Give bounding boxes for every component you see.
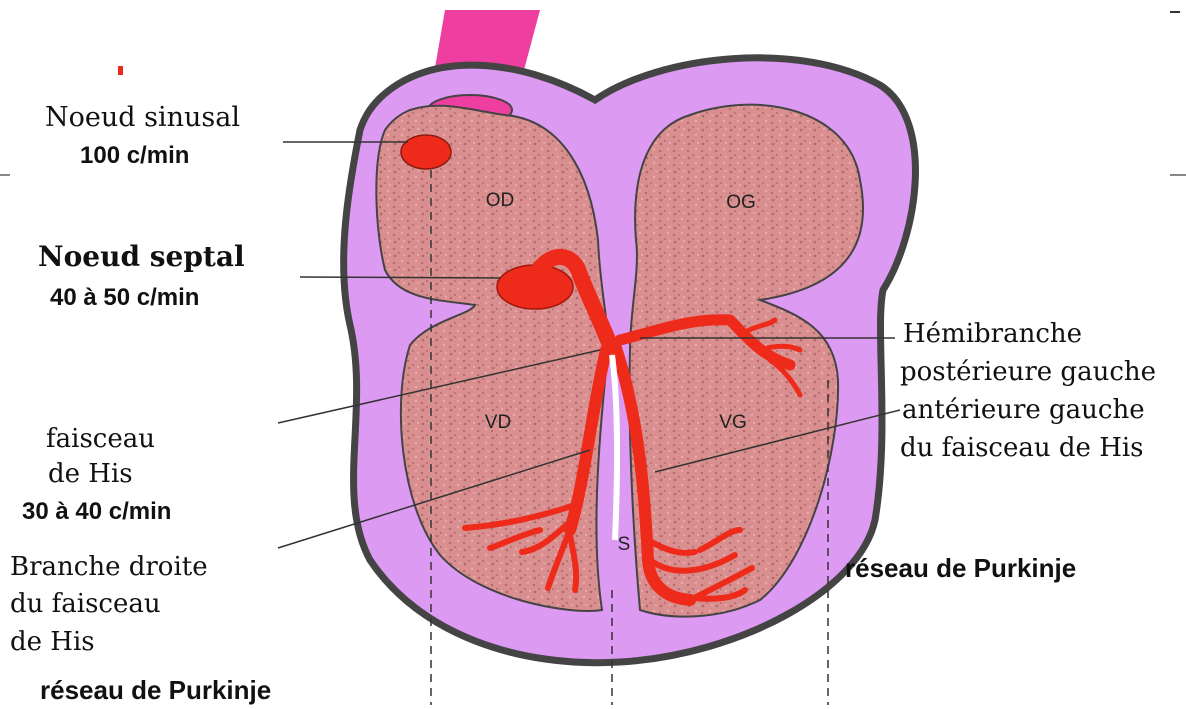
label-branche-droite-1: Branche droite: [10, 552, 208, 582]
label-hemibranche-4: du faisceau de His: [900, 433, 1144, 463]
chamber-septum: S: [618, 534, 631, 555]
label-noeud-septal-rate: 40 à 50 c/min: [50, 284, 199, 311]
label-faisceau-2: de His: [48, 459, 133, 489]
label-purkinje-left: réseau de Purkinje: [40, 675, 271, 705]
chamber-og: OG: [726, 192, 756, 213]
chamber-vg: VG: [719, 412, 746, 433]
label-purkinje-right: réseau de Purkinje: [845, 553, 1076, 583]
label-noeud-septal: Noeud septal: [38, 240, 245, 273]
label-hemibranche-2: postérieure gauche: [900, 357, 1156, 387]
chamber-vd: VD: [485, 412, 511, 433]
label-hemibranche-1: Hémibranche: [903, 319, 1082, 349]
label-branche-droite-2: du faisceau: [10, 589, 161, 619]
label-faisceau-1: faisceau: [46, 424, 155, 454]
label-faisceau-rate: 30 à 40 c/min: [22, 498, 171, 525]
label-branche-droite-3: de His: [10, 627, 95, 657]
label-hemibranche-3: antérieure gauche: [902, 395, 1145, 425]
label-noeud-sinusal-rate: 100 c/min: [80, 142, 189, 169]
sinus-node: [401, 135, 451, 169]
chamber-od: OD: [486, 190, 515, 211]
label-noeud-sinusal: Noeud sinusal: [45, 102, 240, 133]
red-mark: [118, 66, 123, 75]
